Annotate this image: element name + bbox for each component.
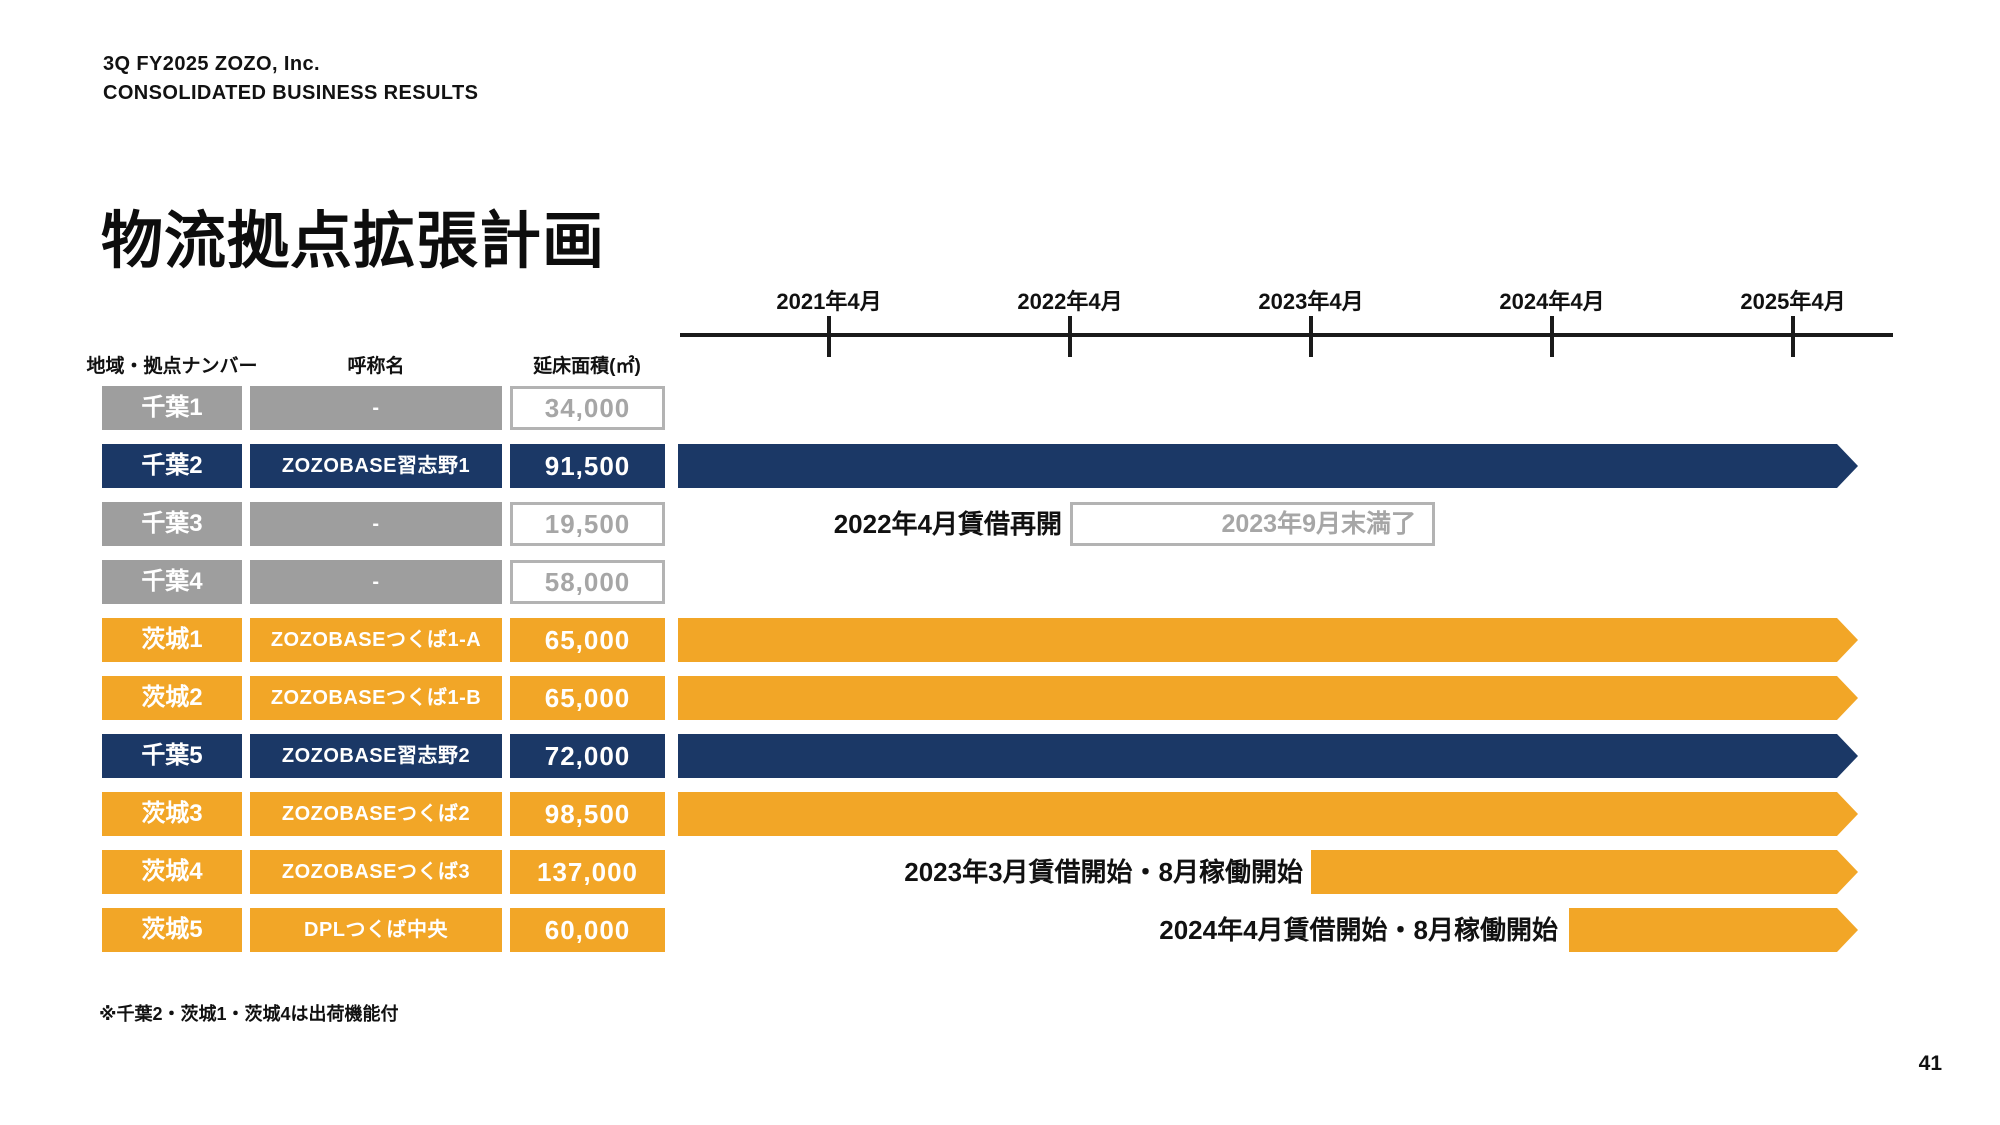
axis-label-2022: 2022年4月 — [1017, 289, 1123, 314]
region-cell: 千葉1 — [102, 386, 242, 430]
region-cell: 千葉3 — [102, 502, 242, 546]
area-cell: 60,000 — [510, 908, 665, 952]
page-number: 41 — [1918, 1052, 1942, 1075]
axis-tick-2025 — [1791, 316, 1795, 357]
region-cell: 茨城5 — [102, 908, 242, 952]
area-cell: 34,000 — [510, 386, 665, 430]
lease-restart-note: 2022年4月賃借再開 — [833, 509, 1062, 539]
name-cell: ZOZOBASEつくば1-A — [250, 618, 502, 662]
region-cell: 千葉5 — [102, 734, 242, 778]
region-cell: 茨城2 — [102, 676, 242, 720]
table-row-chiba1: 千葉1 - 34,000 — [0, 386, 2000, 430]
column-header-name: 呼称名 — [347, 356, 405, 377]
table-row-ibaraki2: 茨城2 ZOZOBASEつくば1-B 65,000 — [0, 676, 2000, 720]
name-cell: - — [250, 386, 502, 430]
area-cell: 137,000 — [510, 850, 665, 894]
gantt-bar-ibaraki1 — [678, 618, 1858, 662]
timeline-axis-line — [680, 333, 1893, 337]
table-row-chiba2: 千葉2 ZOZOBASE習志野1 91,500 — [0, 444, 2000, 488]
start-note-ibaraki4: 2023年3月賃借開始・8月稼働開始 — [904, 857, 1303, 887]
area-cell: 91,500 — [510, 444, 665, 488]
area-cell: 98,500 — [510, 792, 665, 836]
gantt-bar-ibaraki2 — [678, 676, 1858, 720]
region-cell: 千葉4 — [102, 560, 242, 604]
column-header-area: 延床面積(㎡) — [533, 356, 641, 377]
gantt-bar-chiba5 — [678, 734, 1858, 778]
axis-label-2025: 2025年4月 — [1740, 289, 1846, 314]
region-cell: 茨城3 — [102, 792, 242, 836]
name-cell: ZOZOBASEつくば2 — [250, 792, 502, 836]
table-row-ibaraki3: 茨城3 ZOZOBASEつくば2 98,500 — [0, 792, 2000, 836]
axis-tick-2024 — [1550, 316, 1554, 357]
deck-header-line1: 3Q FY2025 ZOZO, Inc. — [103, 53, 320, 75]
region-cell: 茨城4 — [102, 850, 242, 894]
axis-label-2021: 2021年4月 — [776, 289, 882, 314]
gantt-bar-chiba2 — [678, 444, 1858, 488]
gantt-bar-ibaraki3 — [678, 792, 1858, 836]
name-cell: ZOZOBASEつくば1-B — [250, 676, 502, 720]
start-note-ibaraki5: 2024年4月賃借開始・8月稼働開始 — [1159, 915, 1558, 945]
gantt-bar-ibaraki4 — [1311, 850, 1858, 894]
table-row-chiba5: 千葉5 ZOZOBASE習志野2 72,000 — [0, 734, 2000, 778]
footnote: ※千葉2・茨城1・茨城4は出荷機能付 — [99, 1004, 399, 1024]
column-header-region: 地域・拠点ナンバー — [86, 356, 258, 377]
area-cell: 65,000 — [510, 618, 665, 662]
axis-tick-2021 — [827, 316, 831, 357]
area-cell: 65,000 — [510, 676, 665, 720]
name-cell: - — [250, 560, 502, 604]
lease-expiry-box: 2023年9月末満了 — [1070, 502, 1435, 546]
area-cell: 72,000 — [510, 734, 665, 778]
table-row-chiba3: 千葉3 - 19,500 2022年4月賃借再開 2023年9月末満了 — [0, 502, 2000, 546]
name-cell: ZOZOBASE習志野1 — [250, 444, 502, 488]
name-cell: - — [250, 502, 502, 546]
table-row-ibaraki5: 茨城5 DPLつくば中央 60,000 2024年4月賃借開始・8月稼働開始 — [0, 908, 2000, 952]
axis-label-2023: 2023年4月 — [1258, 289, 1364, 314]
gantt-bar-ibaraki5 — [1569, 908, 1858, 952]
deck-header-line2: CONSOLIDATED BUSINESS RESULTS — [103, 82, 479, 104]
axis-tick-2023 — [1309, 316, 1313, 357]
table-row-ibaraki1: 茨城1 ZOZOBASEつくば1-A 65,000 — [0, 618, 2000, 662]
name-cell: ZOZOBASE習志野2 — [250, 734, 502, 778]
region-cell: 千葉2 — [102, 444, 242, 488]
axis-tick-2022 — [1068, 316, 1072, 357]
table-row-chiba4: 千葉4 - 58,000 — [0, 560, 2000, 604]
name-cell: DPLつくば中央 — [250, 908, 502, 952]
axis-label-2024: 2024年4月 — [1499, 289, 1605, 314]
area-cell: 58,000 — [510, 560, 665, 604]
region-cell: 茨城1 — [102, 618, 242, 662]
table-row-ibaraki4: 茨城4 ZOZOBASEつくば3 137,000 2023年3月賃借開始・8月稼… — [0, 850, 2000, 894]
deck-header: 3Q FY2025 ZOZO, Inc. CONSOLIDATED BUSINE… — [103, 50, 478, 108]
area-cell: 19,500 — [510, 502, 665, 546]
page-title: 物流拠点拡張計画 — [101, 207, 606, 276]
name-cell: ZOZOBASEつくば3 — [250, 850, 502, 894]
